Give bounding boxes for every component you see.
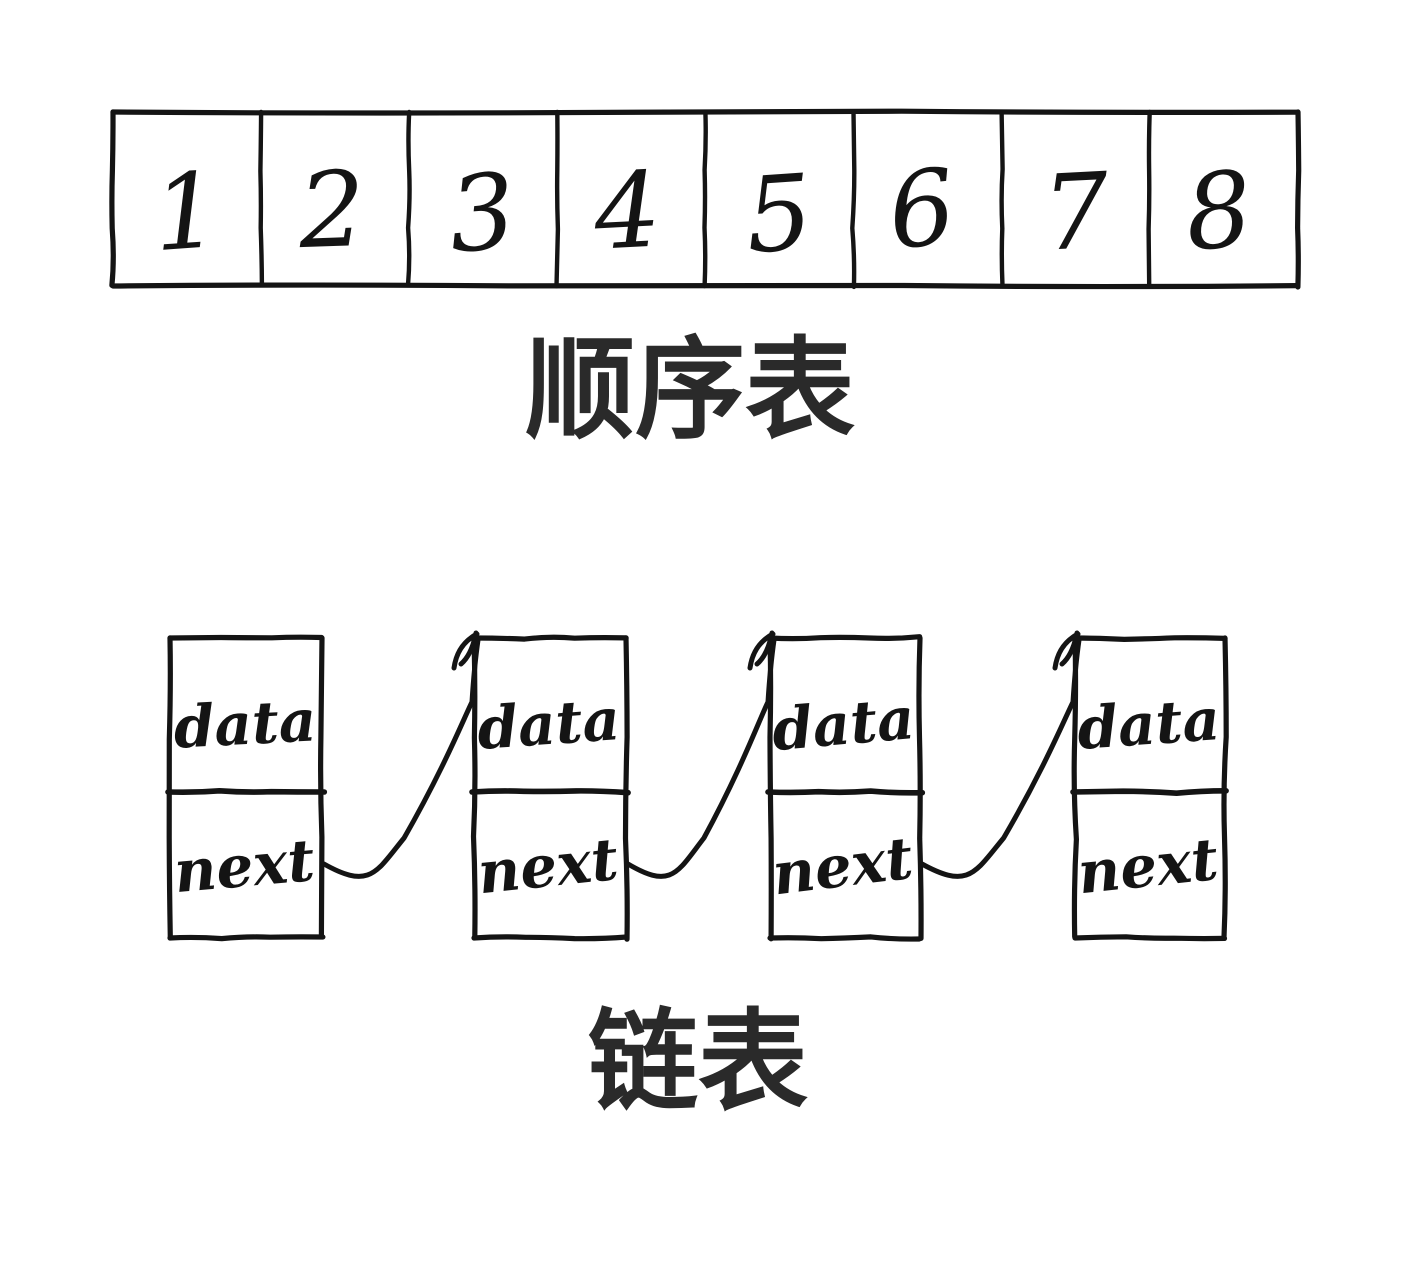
node-right-edge [916, 635, 924, 941]
node-left-edge [166, 635, 173, 941]
array-cell-separator [850, 109, 857, 290]
array-cell-value: 3 [444, 149, 521, 276]
next-pointer-arrow [321, 637, 481, 879]
array-caption: 顺序表 [525, 326, 855, 454]
node-data-label: data [475, 685, 622, 763]
node-bottom-edge [767, 934, 922, 942]
node-field-divider [765, 788, 926, 796]
node-top-edge [767, 634, 923, 642]
array-cell-value: 4 [590, 148, 663, 273]
array-cell-separator [702, 109, 708, 289]
node-next-label: next [1075, 825, 1222, 907]
arrow-head-icon [458, 630, 479, 667]
node-next-label: next [171, 826, 317, 906]
node-data-label: data [769, 684, 917, 764]
node-data-label: data [1075, 685, 1222, 763]
array-cell-value: 2 [296, 148, 367, 272]
node-bottom-edge [1072, 934, 1228, 942]
array-left-edge [109, 109, 116, 288]
array-cell-value: 6 [883, 145, 962, 273]
node-next-label: next [475, 825, 622, 907]
array-cell-separator [1146, 109, 1152, 288]
arrow-head-icon [754, 630, 775, 667]
node-field-divider [165, 788, 328, 796]
node-field-divider [1070, 788, 1229, 796]
next-pointer-arrow [625, 637, 777, 879]
array-cells [109, 108, 1302, 290]
array-right-edge [1295, 109, 1302, 290]
node-data-label: data [172, 686, 318, 761]
next-pointer-arrow [919, 637, 1082, 879]
arrow-head-icon [1059, 630, 1080, 667]
array-cell-separator [554, 109, 561, 289]
linked-list-nodes [165, 634, 1229, 942]
node-top-edge [471, 634, 629, 642]
linked-list-caption: 链表 [588, 998, 808, 1126]
node-field-divider [469, 788, 631, 796]
array-cell-separator [258, 109, 265, 288]
node-top-edge [1072, 635, 1228, 642]
node-bottom-edge [167, 934, 326, 942]
linked-list-arrows [321, 630, 1082, 879]
array-cell-separator [405, 109, 412, 288]
array-cell-value: 1 [149, 149, 224, 275]
array-cell-value: 5 [742, 151, 817, 277]
node-top-edge [167, 634, 325, 641]
array-cell-separator [999, 109, 1005, 289]
array-cell-value: 7 [1040, 149, 1113, 274]
array-cell-value: 8 [1180, 147, 1257, 274]
node-bottom-edge [471, 934, 630, 942]
node-right-edge [318, 635, 325, 940]
